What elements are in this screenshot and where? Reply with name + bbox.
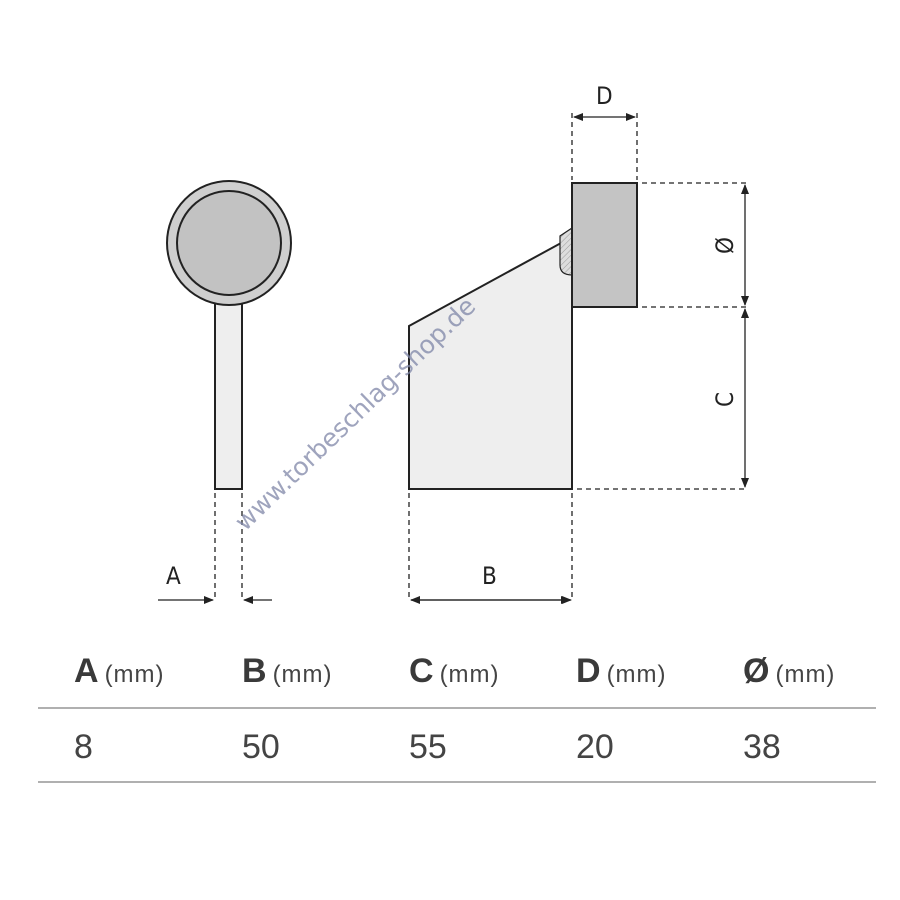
label-c: C: [711, 392, 739, 407]
front-view: [166, 180, 292, 490]
label-b: B: [482, 562, 497, 590]
header-c: C(mm): [409, 652, 500, 690]
header-d: D(mm): [576, 652, 667, 690]
dimension-arrows: [158, 113, 749, 604]
extension-lines: [214, 113, 748, 600]
label-a: A: [166, 562, 181, 590]
value-a: 8: [74, 728, 93, 766]
value-c: 55: [409, 728, 447, 766]
weld-hatch: [559, 226, 573, 276]
body: [408, 235, 573, 490]
label-diameter: Ø: [711, 237, 739, 254]
divider: [38, 781, 876, 783]
value-diameter: 38: [743, 728, 781, 766]
value-b: 50: [242, 728, 280, 766]
divider: [38, 707, 876, 709]
header-diameter: Ø(mm): [743, 652, 836, 690]
technical-drawing: A B D Ø C www.torbeschlag-shop.de: [158, 82, 749, 604]
side-view: [408, 182, 638, 490]
value-d: 20: [576, 728, 614, 766]
header-a: A(mm): [74, 652, 165, 690]
head-inner: [176, 190, 282, 296]
header-b: B(mm): [242, 652, 333, 690]
label-d: D: [596, 82, 613, 110]
stem: [214, 302, 243, 490]
rubber-cap: [571, 182, 638, 308]
